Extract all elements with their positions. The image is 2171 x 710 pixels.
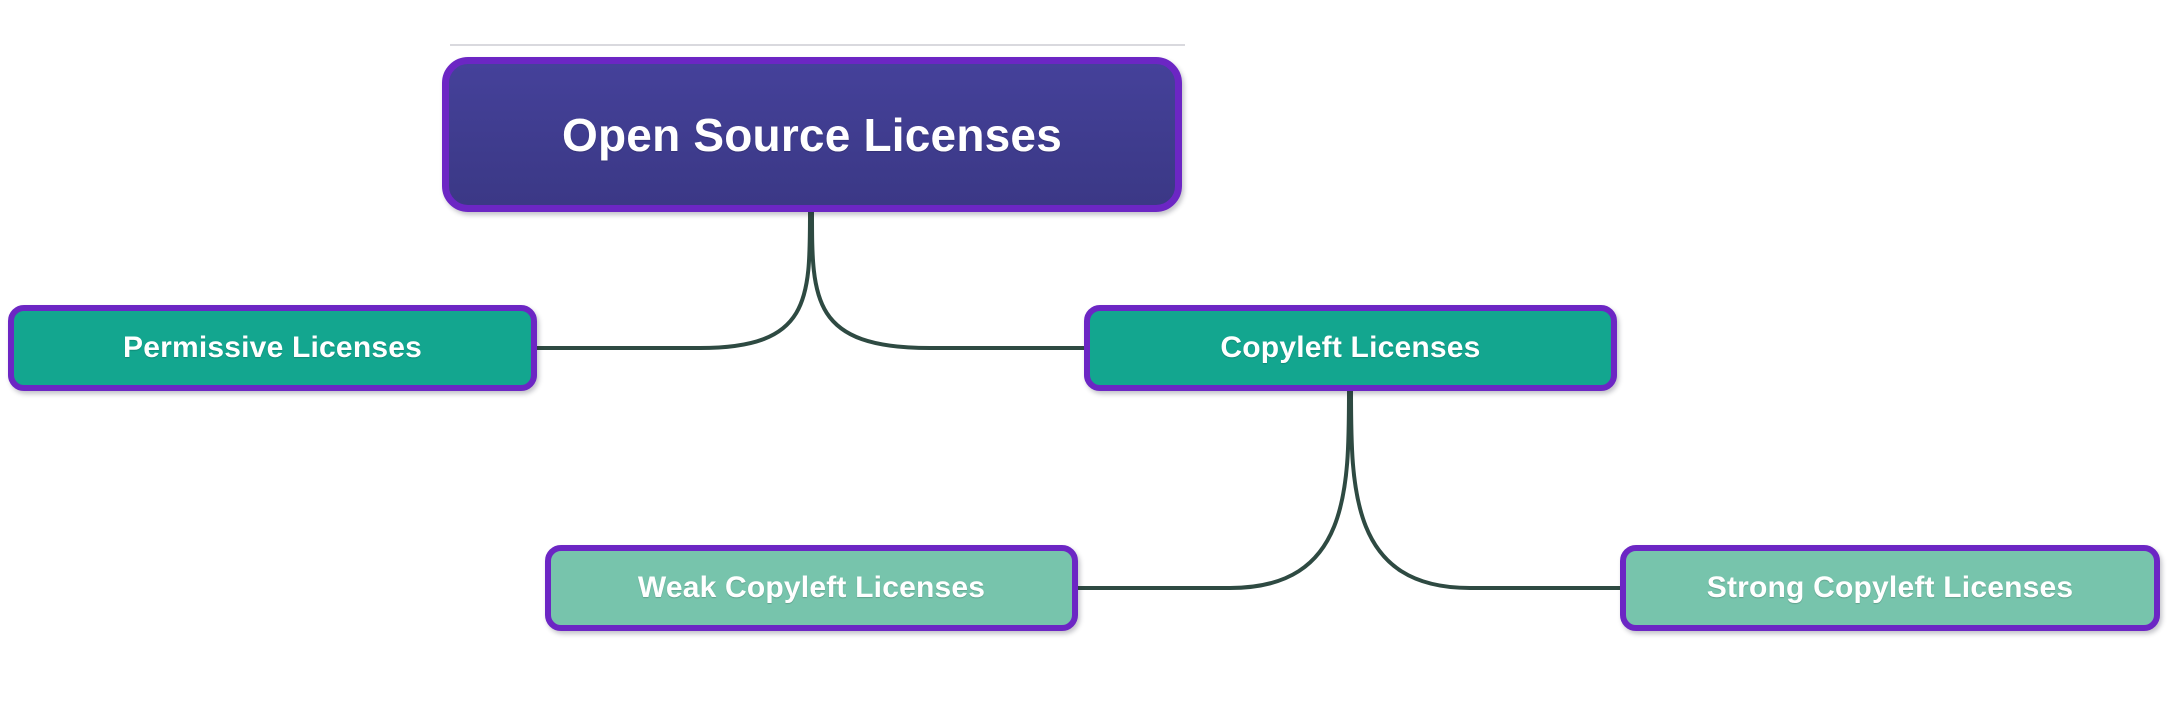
edge-copyleft-to-weak — [1076, 388, 1351, 591]
mindmap-node-permissive-licenses-label: Permissive Licenses — [123, 331, 422, 364]
mindmap-node-weak-copyleft-licenses-label: Weak Copyleft Licenses — [637, 571, 986, 604]
mindmap-node-root[interactable]: Open Source Licenses — [442, 57, 1182, 212]
mindmap-node-strong-copyleft-licenses[interactable]: Strong Copyleft Licenses — [1620, 545, 2160, 631]
mindmap-node-permissive-licenses[interactable]: Permissive Licenses — [8, 305, 537, 391]
mindmap-node-copyleft-licenses-label: Copyleft Licenses — [1220, 331, 1481, 364]
edge-copyleft-to-strong — [1349, 388, 1622, 591]
mindmap-node-weak-copyleft-licenses[interactable]: Weak Copyleft Licenses — [545, 545, 1078, 631]
mindmap-node-strong-copyleft-licenses-label: Strong Copyleft Licenses — [1706, 571, 2074, 604]
mindmap-node-root-label: Open Source Licenses — [562, 108, 1062, 161]
edge-root-to-copyleft — [810, 210, 1086, 351]
mindmap-node-copyleft-licenses[interactable]: Copyleft Licenses — [1084, 305, 1617, 391]
render-artifact-line — [450, 44, 1185, 46]
edge-root-to-permissive — [535, 210, 812, 351]
